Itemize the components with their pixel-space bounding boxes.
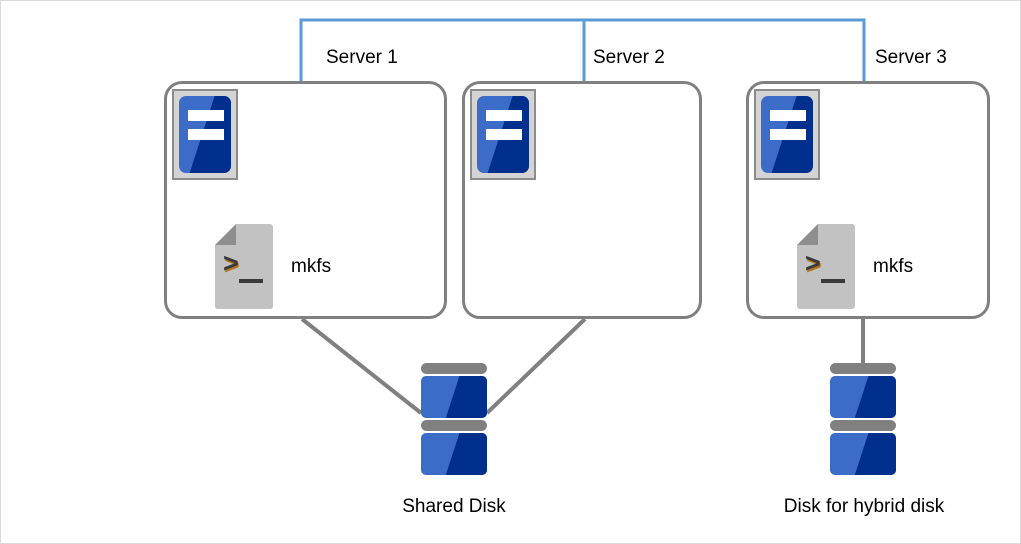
server-icon-body — [477, 96, 529, 173]
prompt-underscore-icon — [821, 279, 845, 283]
disk-band-top — [421, 363, 487, 374]
server-icon — [172, 89, 238, 180]
server-icon-bar-bottom — [188, 129, 224, 140]
script-label-mkfs: mkfs — [291, 255, 332, 277]
disk-body-lower — [421, 433, 487, 475]
server-box-3[interactable]: > mkfs — [746, 81, 990, 319]
script-item-mkfs: > mkfs — [215, 224, 331, 309]
disk-body-upper — [830, 376, 896, 418]
server-label-1: Server 1 — [326, 47, 398, 68]
server-icon-body — [179, 96, 231, 173]
disk-stack-icon-hybrid[interactable] — [830, 363, 896, 475]
server-icon-bar-top — [188, 110, 224, 121]
script-terminal-icon: > — [215, 224, 273, 309]
server-icon-bar-top — [770, 110, 806, 121]
disk-stack-icon-shared[interactable] — [421, 363, 487, 475]
server-box-2[interactable] — [462, 81, 702, 319]
server-group-bracket — [299, 18, 866, 81]
server-icon — [754, 89, 820, 180]
disk-caption-shared: Shared Disk for hybrid disk resource — [331, 471, 577, 543]
server-icon — [470, 89, 536, 180]
disk-caption-hybrid-line1: Disk for hybrid disk — [783, 496, 945, 518]
server-box-1[interactable]: > mkfs — [164, 81, 447, 319]
script-fold-corner — [215, 224, 236, 245]
connector-shared-disk — [300, 317, 587, 415]
server-icon-bar-top — [486, 110, 522, 121]
script-label-mkfs: mkfs — [873, 255, 914, 277]
disk-caption-hybrid: Disk for hybrid disk resource — [741, 471, 987, 543]
disk-band-middle — [830, 420, 896, 431]
disk-body-upper — [421, 376, 487, 418]
disk-caption-shared-line1: Shared Disk — [402, 496, 506, 518]
server-label-2: Server 2 — [593, 47, 665, 68]
server-icon-bar-bottom — [770, 129, 806, 140]
prompt-chevron-icon: > — [805, 248, 821, 278]
script-item-mkfs: > mkfs — [797, 224, 913, 309]
disk-band-top — [830, 363, 896, 374]
disk-band-middle — [421, 420, 487, 431]
script-fold-corner — [797, 224, 818, 245]
server-icon-body — [761, 96, 813, 173]
disk-body-lower — [830, 433, 896, 475]
server-label-3: Server 3 — [875, 47, 947, 68]
server-icon-bar-bottom — [486, 129, 522, 140]
script-terminal-icon: > — [797, 224, 855, 309]
prompt-chevron-icon: > — [223, 248, 239, 278]
prompt-underscore-icon — [239, 279, 263, 283]
